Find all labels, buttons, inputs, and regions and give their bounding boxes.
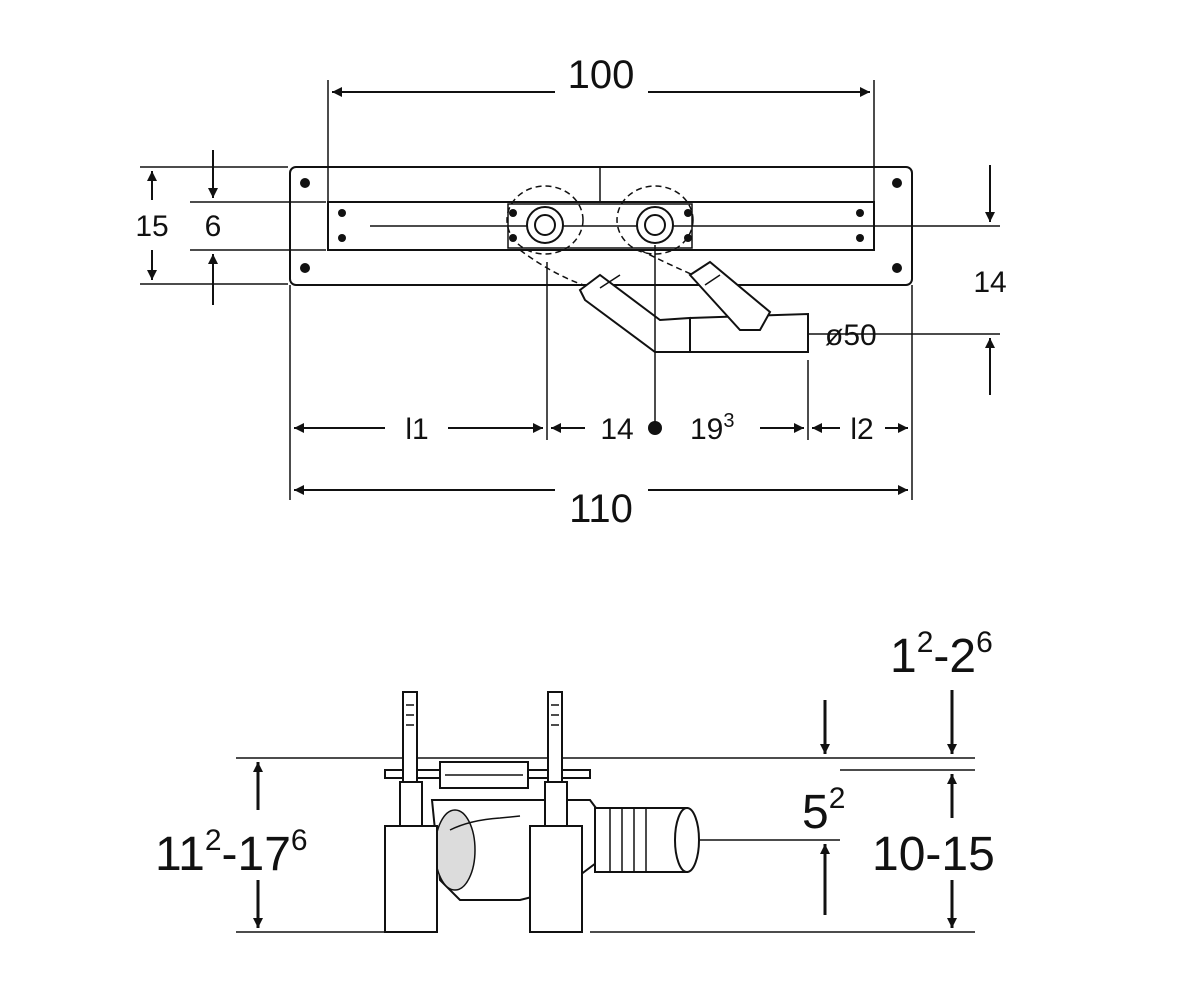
- side-view: 112-176 52 12-26 10-15: [155, 626, 995, 933]
- threaded-rod-icon: [402, 691, 563, 783]
- dim-19-label: 193: [690, 410, 735, 446]
- dim-mid-label: 52: [802, 782, 845, 839]
- dim-l2-label: l2: [850, 413, 873, 446]
- dim-top-range-label: 12-26: [890, 626, 993, 683]
- dim-100-label: 100: [568, 53, 635, 97]
- dim-6-label: 6: [205, 210, 222, 243]
- dim-l1-label: l1: [405, 413, 428, 446]
- dim-right-range-label: 10-15: [872, 828, 995, 881]
- dim-14-center-label: 14: [600, 413, 633, 446]
- bolt-icon: [338, 209, 864, 242]
- dim-110-label: 110: [569, 487, 633, 531]
- valve-left-icon: [526, 206, 564, 244]
- drain-pipe-icon: [578, 260, 809, 353]
- top-view: 100 15 6 14 ø50 l1 14 193 l2: [135, 53, 1006, 531]
- dim-14-right-label: 14: [973, 266, 1006, 299]
- dim-pipe-diameter-label: ø50: [825, 319, 877, 352]
- dim-left-range-label: 112-176: [155, 824, 308, 881]
- dim-15-label: 15: [135, 210, 168, 243]
- valve-right-icon: [636, 206, 674, 244]
- support-foot-icon: [384, 781, 583, 933]
- screw-icon: [300, 178, 902, 273]
- outlet-pipe-icon: [594, 807, 700, 873]
- center-point-icon: [648, 421, 662, 435]
